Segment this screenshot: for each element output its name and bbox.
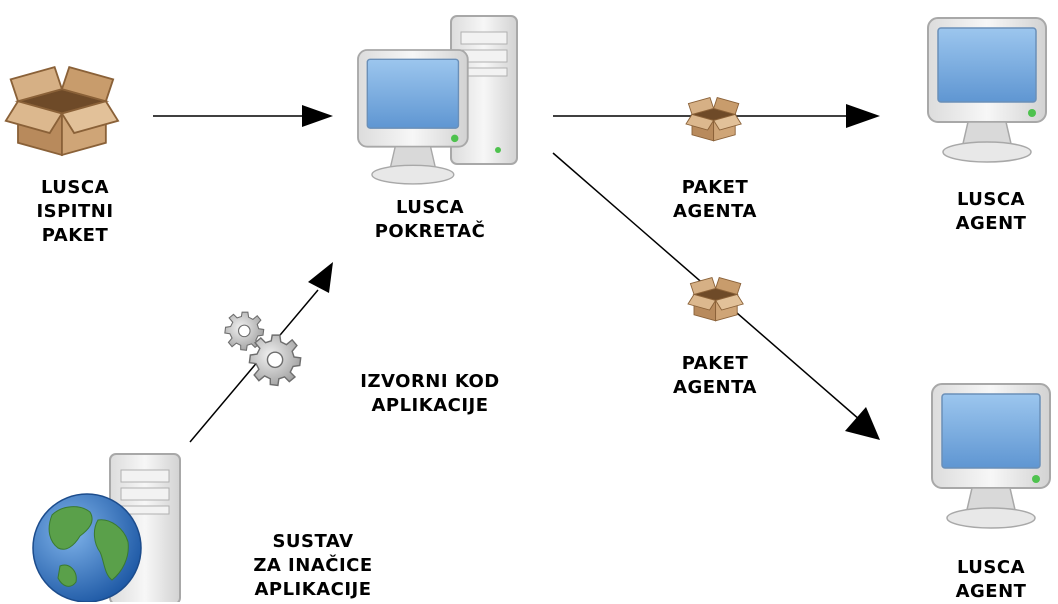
vcs-label: SUSTAV ZA INAČICE APLIKACIJE <box>253 531 373 600</box>
arrow-vcs-to-launcher <box>189 262 333 443</box>
package-box-icon <box>685 97 742 142</box>
launcher-label: LUSCA POKRETAČ <box>374 197 486 242</box>
test-package-label: LUSCA ISPITNI PAKET <box>36 177 114 246</box>
network-server-icon <box>32 453 181 602</box>
package-box-icon <box>4 66 119 156</box>
monitor-icon <box>927 17 1047 163</box>
package-box-icon <box>687 277 744 322</box>
agent-package-bottom-label: PAKET AGENTA <box>673 353 757 398</box>
desktop-computer-icon <box>357 15 518 185</box>
agent-package-top-label: PAKET AGENTA <box>673 177 757 222</box>
agent-bottom-label: LUSCA AGENT <box>955 557 1027 602</box>
arrow-package-to-launcher <box>153 105 333 127</box>
source-code-label: IZVORNI KOD APLIKACIJE <box>360 371 500 416</box>
agent-top-label: LUSCA AGENT <box>955 189 1027 234</box>
monitor-icon <box>931 383 1051 529</box>
